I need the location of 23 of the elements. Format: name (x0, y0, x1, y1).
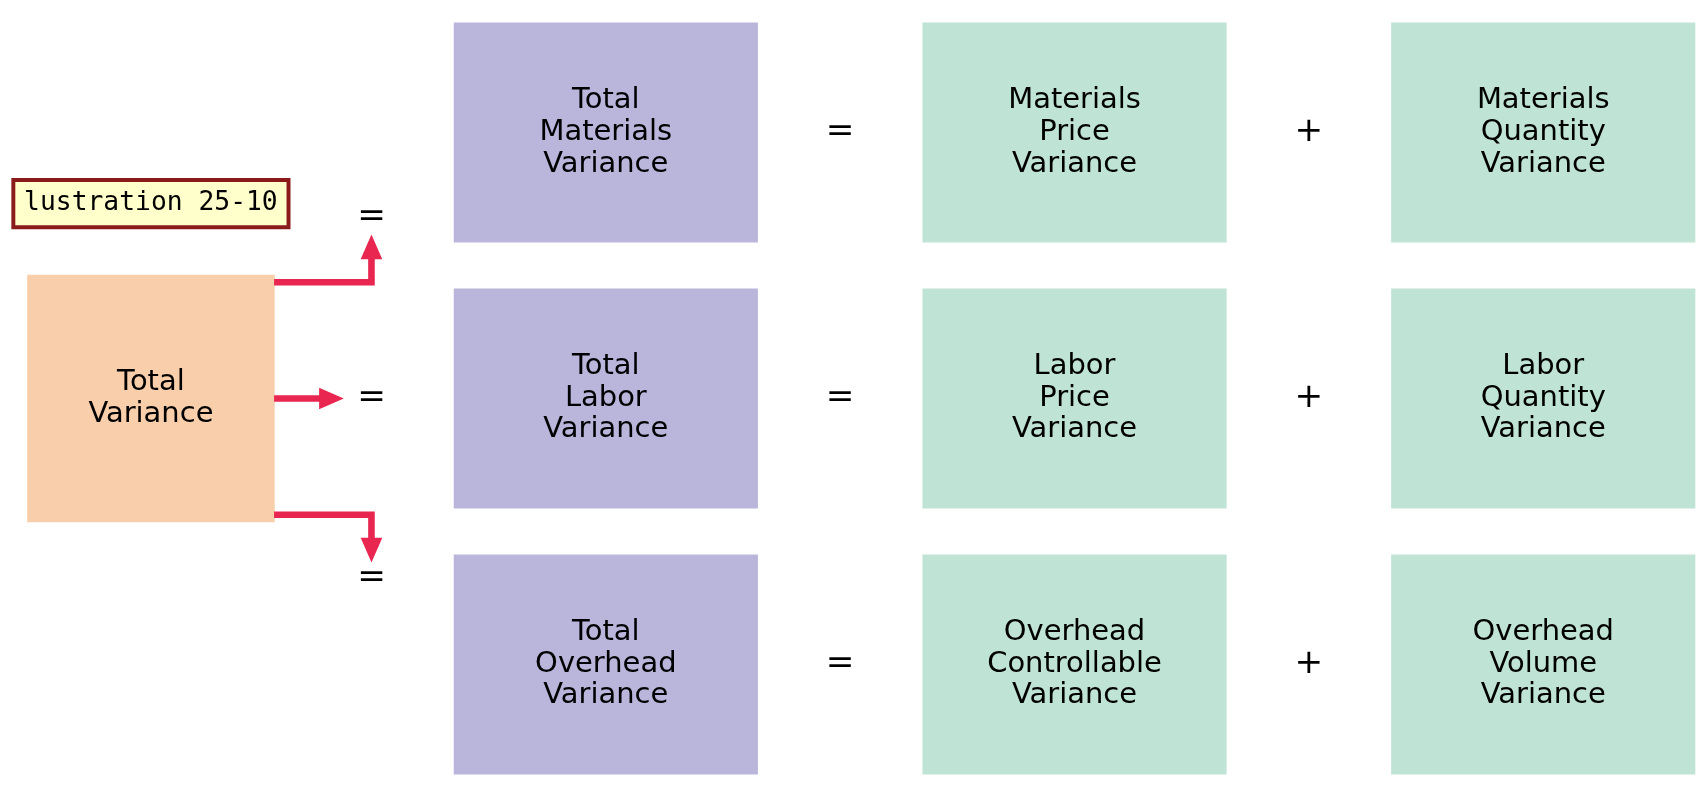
node-box: Total Overhead Variance (453, 554, 758, 775)
label: = (825, 108, 855, 149)
arrow (274, 234, 383, 286)
label: + (1294, 640, 1324, 681)
node-box: Labor Quantity Variance (1391, 288, 1696, 509)
node-box: Materials Quantity Variance (1391, 22, 1696, 243)
arrow (274, 387, 344, 410)
node-box: Overhead Volume Variance (1391, 554, 1696, 775)
node-box: Total Labor Variance (453, 288, 758, 509)
label: = (825, 640, 855, 681)
node-box: Labor Price Variance (922, 288, 1227, 509)
label: = (825, 374, 855, 415)
node-box: Materials Price Variance (922, 22, 1227, 243)
node-box: Total Variance (27, 274, 275, 523)
label: + (1294, 374, 1324, 415)
node-text: = (357, 194, 386, 235)
node-text: = (357, 374, 386, 415)
node-text: = (357, 555, 386, 596)
arrow (274, 511, 383, 563)
node-box: lustration 25-10 (11, 177, 291, 230)
node-box: Overhead Controllable Variance (922, 554, 1227, 775)
label: + (1294, 108, 1324, 149)
node-box: Total Materials Variance (453, 22, 758, 243)
